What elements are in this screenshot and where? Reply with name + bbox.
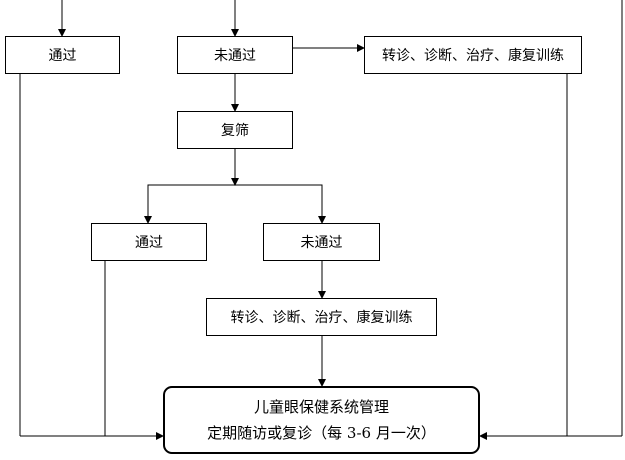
- node-final-line1: 儿童眼保健系统管理: [253, 398, 389, 416]
- node-fail-second-label: 未通过: [300, 235, 343, 251]
- node-final-management: 儿童眼保健系统管理 定期随访或复诊（每 3-6 月一次）: [163, 386, 480, 454]
- node-pass-second: 通过: [91, 223, 207, 261]
- node-referral-top: 转诊、诊断、治疗、康复训练: [364, 36, 582, 74]
- branch-split-line: [147, 184, 323, 223]
- node-pass-top-label: 通过: [48, 48, 77, 64]
- node-referral-top-label: 转诊、诊断、治疗、康复训练: [382, 48, 564, 64]
- node-fail-top: 未通过: [177, 36, 293, 74]
- node-final-line2: 定期随访或复诊（每 3-6 月一次）: [207, 424, 436, 442]
- node-pass-top: 通过: [5, 36, 120, 74]
- node-rescreen-label: 复筛: [221, 123, 249, 139]
- node-fail-top-label: 未通过: [214, 48, 256, 64]
- node-pass-second-label: 通过: [135, 235, 163, 251]
- node-rescreen: 复筛: [177, 111, 293, 149]
- node-fail-second: 未通过: [263, 223, 380, 261]
- node-referral-second-label: 转诊、诊断、治疗、康复训练: [230, 310, 413, 326]
- node-referral-second: 转诊、诊断、治疗、康复训练: [206, 298, 437, 336]
